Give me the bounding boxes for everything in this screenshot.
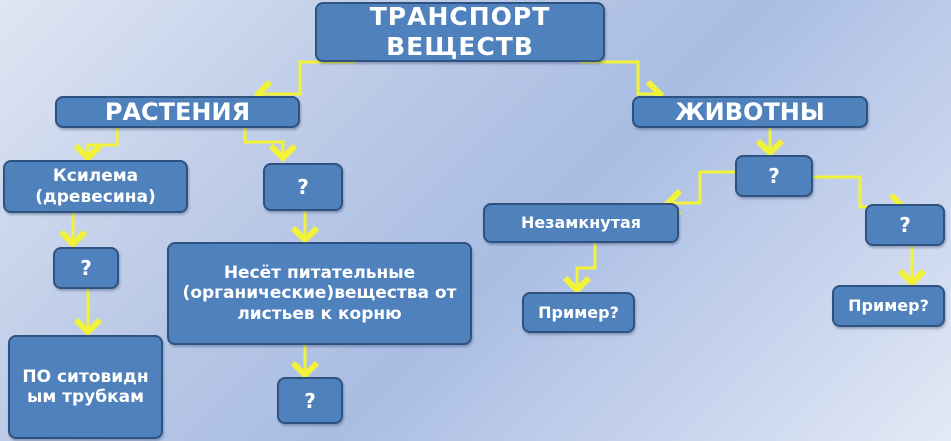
open-system-label: Незамкнутая (520, 213, 642, 233)
xylem-question-box: ? (53, 247, 119, 289)
closed-example-box: Пример? (832, 285, 945, 327)
open-system-box: Незамкнутая (483, 203, 679, 243)
connector-plants-q (243, 128, 298, 163)
title-text: ТРАНСПОРТ ВЕЩЕСТВ (369, 2, 551, 61)
title-box: ТРАНСПОРТ ВЕЩЕСТВ (315, 2, 605, 62)
sieve-tubes-box: ПО ситовидным трубкам (8, 335, 163, 439)
plants-label: РАСТЕНИЯ (104, 97, 251, 126)
connector-title-plants (253, 60, 355, 109)
xylem-box: Ксилема (древесина) (3, 160, 188, 213)
closed-question-box: ? (865, 204, 945, 246)
phloem-desc-box: Несёт питательные (органические)вещества… (167, 242, 472, 345)
question-label: ? (80, 256, 92, 280)
animals-question-box: ? (735, 155, 813, 197)
sieve-tubes-label: ПО ситовидным трубкам (22, 366, 149, 407)
connector-open-example (562, 243, 597, 295)
phloem-desc-label: Несёт питательные (органические)вещества… (182, 262, 457, 324)
question-label: ? (304, 388, 316, 413)
example-label: Пример? (538, 302, 619, 322)
connector-plants-xylem (73, 128, 119, 163)
xylem-label: Ксилема (древесина) (35, 166, 156, 207)
question-label: ? (297, 175, 309, 199)
plants-question-box: ? (263, 163, 343, 211)
question-label: ? (899, 213, 911, 237)
connector-q-closed (813, 175, 908, 222)
example-label: Пример? (848, 296, 929, 316)
animals-label: ЖИВОТНЫ (675, 97, 825, 126)
question-label: ? (768, 164, 780, 188)
connector-q-open (663, 170, 735, 218)
plants-box: РАСТЕНИЯ (55, 96, 300, 128)
open-example-box: Пример? (522, 292, 635, 333)
connector-title-animals (580, 60, 665, 109)
animals-box: ЖИВОТНЫ (632, 96, 868, 128)
phloem-question-box: ? (277, 377, 343, 424)
